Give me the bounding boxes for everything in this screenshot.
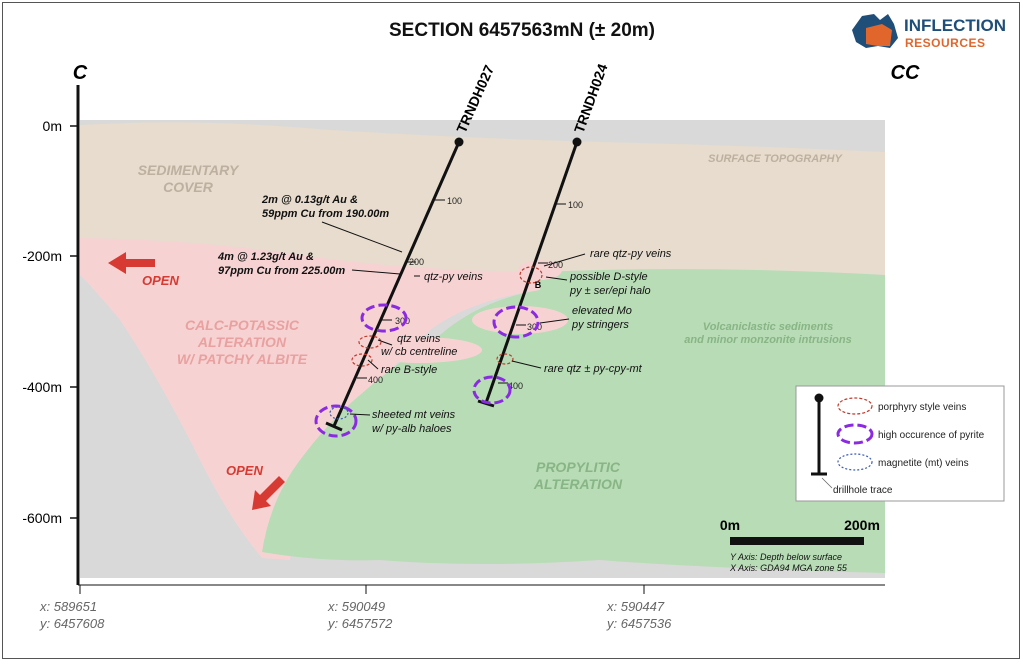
easting-x-label: x: 589651 (39, 599, 97, 614)
legend-label: porphyry style veins (878, 402, 966, 413)
legend-label: magnetite (mt) veins (878, 458, 969, 469)
calc-potassic-unit (80, 238, 540, 560)
porphyry-vein (351, 353, 373, 367)
depth-label: 0m (43, 118, 62, 134)
collar-marker (572, 137, 582, 147)
open-arrow-upper: OPEN (108, 252, 179, 288)
potassic-lobe (472, 306, 568, 334)
propylitic-unit (262, 269, 885, 573)
leader-lines (321, 221, 586, 416)
rare-qtz-py-note: rare qtz-py veins (590, 248, 672, 260)
depth-marker: 200 (409, 257, 424, 267)
porphyry-vein (358, 335, 382, 349)
arrow-down-left-icon (252, 476, 285, 510)
rare-qtz-cpy-note: rare qtz ± py-cpy-mt (544, 363, 643, 375)
pyrite-zone (492, 305, 540, 339)
scale-start: 0m (720, 517, 740, 533)
section-start-label: C (73, 62, 88, 84)
depth-marker: 200 (548, 260, 563, 270)
legend: porphyry style veins high occurence of p… (795, 385, 1005, 502)
depth-ticks (70, 125, 78, 519)
scale-end: 200m (844, 517, 880, 533)
sedimentary-cover-unit (80, 122, 885, 275)
intercept-text: 97ppm Cu from 225.00m (218, 265, 345, 277)
logo-text-top: INFLECTION (904, 16, 1006, 35)
open-label: OPEN (226, 463, 263, 478)
unit-label: PROPYLITIC (536, 459, 621, 475)
unit-label: CALC-POTASSIC (185, 317, 300, 333)
elevated-mo-note: py stringers (571, 319, 629, 331)
magnetite-vein (329, 406, 349, 420)
axis-note: X Axis: GDA94 MGA zone 55 (729, 563, 848, 573)
open-label: OPEN (142, 273, 179, 288)
d-style-note: possible D-style (569, 271, 648, 283)
d-style-note: py ± ser/epi halo (569, 285, 651, 297)
logo-text-bottom: RESOURCES (905, 36, 986, 50)
legend-label: high occurence of pyrite (878, 430, 985, 441)
axis-note: Y Axis: Depth below surface (730, 552, 842, 562)
depth-label: -200m (22, 248, 62, 264)
unit-label: ALTERATION (197, 334, 287, 350)
rare-b-style-note: rare B-style (381, 364, 437, 376)
porphyry-vein (496, 353, 514, 365)
collar-marker (454, 137, 464, 147)
unit-label: W/ PATCHY ALBITE (177, 351, 308, 367)
qtz-veins-note: qtz veins (397, 333, 441, 345)
intercept-text: 59ppm Cu from 190.00m (262, 208, 389, 220)
section-title: SECTION 6457563mN (± 20m) (389, 20, 655, 41)
depth-label: -600m (22, 510, 62, 526)
unit-label: SEDIMENTARY (138, 162, 240, 178)
depth-marker: 300 (527, 322, 542, 332)
easting-x-label: x: 590049 (327, 599, 385, 614)
company-logo: INFLECTION RESOURCES (852, 14, 1006, 50)
arrow-left-icon (108, 252, 155, 274)
sheeted-mt-note: sheeted mt veins (372, 409, 456, 421)
qtz-veins-note: w/ cb centreline (381, 346, 457, 358)
porphyry-vein (519, 266, 543, 284)
b-vein-marker: B (535, 280, 542, 290)
open-arrow-lower: OPEN (226, 463, 285, 510)
depth-marker: 100 (568, 200, 583, 210)
scale-bar: 0m 200m (720, 517, 880, 545)
region-highlight-icon (866, 24, 892, 46)
elevated-mo-note: elevated Mo (572, 305, 632, 317)
section-end-label: CC (891, 62, 920, 84)
unit-label: COVER (163, 179, 214, 195)
easting-ticks (79, 585, 645, 594)
unit-label: Volcaniclastic sediments (703, 321, 833, 333)
legend-magnetite-icon (837, 453, 873, 471)
depth-marker: 100 (447, 196, 462, 206)
northing-y-label: y: 6457536 (606, 616, 672, 631)
pyrite-zone (472, 375, 512, 405)
depth-marker: 400 (368, 375, 383, 385)
qtz-py-veins-note: qtz-py veins (424, 271, 483, 283)
northing-y-label: y: 6457608 (39, 616, 105, 631)
legend-label: drillhole trace (833, 485, 893, 496)
legend-porphyry-icon (837, 397, 873, 415)
intercept-text: 4m @ 1.23g/t Au & (217, 251, 314, 263)
depth-label: -400m (22, 379, 62, 395)
legend-pyrite-icon (836, 423, 874, 445)
easting-x-label: x: 590447 (606, 599, 665, 614)
surface-topography-label: SURFACE TOPOGRAPHY (708, 153, 843, 165)
pyrite-zone (314, 404, 358, 438)
intercept-text: 2m @ 0.13g/t Au & (261, 194, 358, 206)
sheeted-mt-note: w/ py-alb haloes (372, 423, 452, 435)
depth-marker: 400 (508, 381, 523, 391)
pyrite-zone (360, 303, 408, 333)
potassic-lobe (518, 260, 562, 280)
vein-markers (314, 266, 543, 438)
unit-label: and minor monzonite intrusions (684, 334, 851, 346)
northing-y-label: y: 6457572 (327, 616, 393, 631)
depth-marker: 300 (395, 316, 410, 326)
unit-label: ALTERATION (533, 476, 623, 492)
